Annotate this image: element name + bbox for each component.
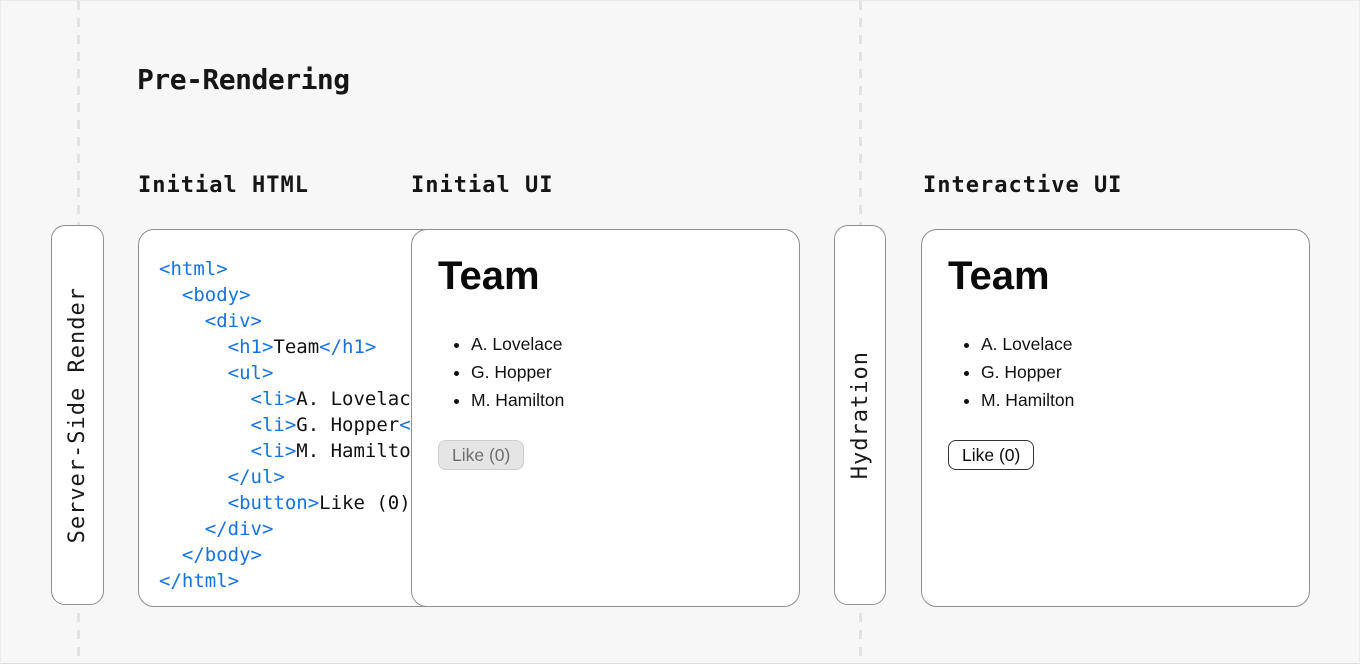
member-list: A. LovelaceG. HopperM. Hamilton xyxy=(948,330,1283,414)
code-tag-token: </html> xyxy=(159,570,240,592)
code-text-token: Like (0) xyxy=(319,492,411,514)
code-line: </html> xyxy=(159,568,660,594)
hydration-stage: Hydration xyxy=(834,225,886,605)
code-tag-token: </body> xyxy=(181,544,262,566)
code-tag-token: <li> xyxy=(250,388,297,410)
member-list: A. LovelaceG. HopperM. Hamilton xyxy=(438,330,773,414)
code-line: </body> xyxy=(159,542,660,568)
code-tag-token: </ul> xyxy=(227,466,285,488)
code-tag-token: </div> xyxy=(204,518,274,540)
team-heading: Team xyxy=(948,254,1050,298)
member-item: G. Hopper xyxy=(471,358,773,386)
member-item: A. Lovelace xyxy=(471,330,773,358)
code-tag-token: <ul> xyxy=(227,362,274,384)
column-label-initial-ui: Initial UI xyxy=(411,173,554,198)
code-tag-token: <div> xyxy=(204,310,262,332)
code-tag-token: <body> xyxy=(181,284,251,306)
member-item: A. Lovelace xyxy=(981,330,1283,358)
code-text-token: M. Hamilton xyxy=(296,440,423,462)
member-item: M. Hamilton xyxy=(981,386,1283,414)
team-heading: Team xyxy=(438,254,540,298)
code-tag-token: <html> xyxy=(159,258,228,280)
like-button[interactable]: Like (0) xyxy=(948,440,1035,470)
initial-ui-card: Team A. LovelaceG. HopperM. Hamilton Lik… xyxy=(411,229,800,607)
code-text-token: Team xyxy=(273,336,320,358)
code-line: <h1>Team</h1> xyxy=(159,334,660,360)
member-item: M. Hamilton xyxy=(471,386,773,414)
interactive-ui-card: Team A. LovelaceG. HopperM. Hamilton Lik… xyxy=(921,229,1310,607)
code-tag-token: <li> xyxy=(250,414,297,436)
server-side-render-stage: Server-Side Render xyxy=(51,225,104,605)
code-line: <html> xyxy=(159,256,660,282)
code-line: <body> xyxy=(159,282,660,308)
hydration-label: Hydration xyxy=(847,350,873,480)
code-tag-token: </h1> xyxy=(319,336,377,358)
column-label-initial-html: Initial HTML xyxy=(138,173,309,198)
code-tag-token: <li> xyxy=(250,440,297,462)
like-button-disabled: Like (0) xyxy=(438,440,525,470)
code-tag-token: <button> xyxy=(227,492,320,514)
code-line: <div> xyxy=(159,308,660,334)
code-text-token: G. Hopper xyxy=(296,414,400,436)
code-line: <ul> xyxy=(159,360,660,386)
diagram-title: Pre-Rendering xyxy=(137,63,350,96)
server-side-render-label: Server-Side Render xyxy=(65,286,90,544)
code-line: </ul> xyxy=(159,464,660,490)
code-tag-token: <h1> xyxy=(227,336,274,358)
code-text-token: A. Lovelace xyxy=(296,388,423,410)
column-label-interactive-ui: Interactive UI xyxy=(923,173,1123,198)
code-line: </div> xyxy=(159,516,660,542)
member-item: G. Hopper xyxy=(981,358,1283,386)
